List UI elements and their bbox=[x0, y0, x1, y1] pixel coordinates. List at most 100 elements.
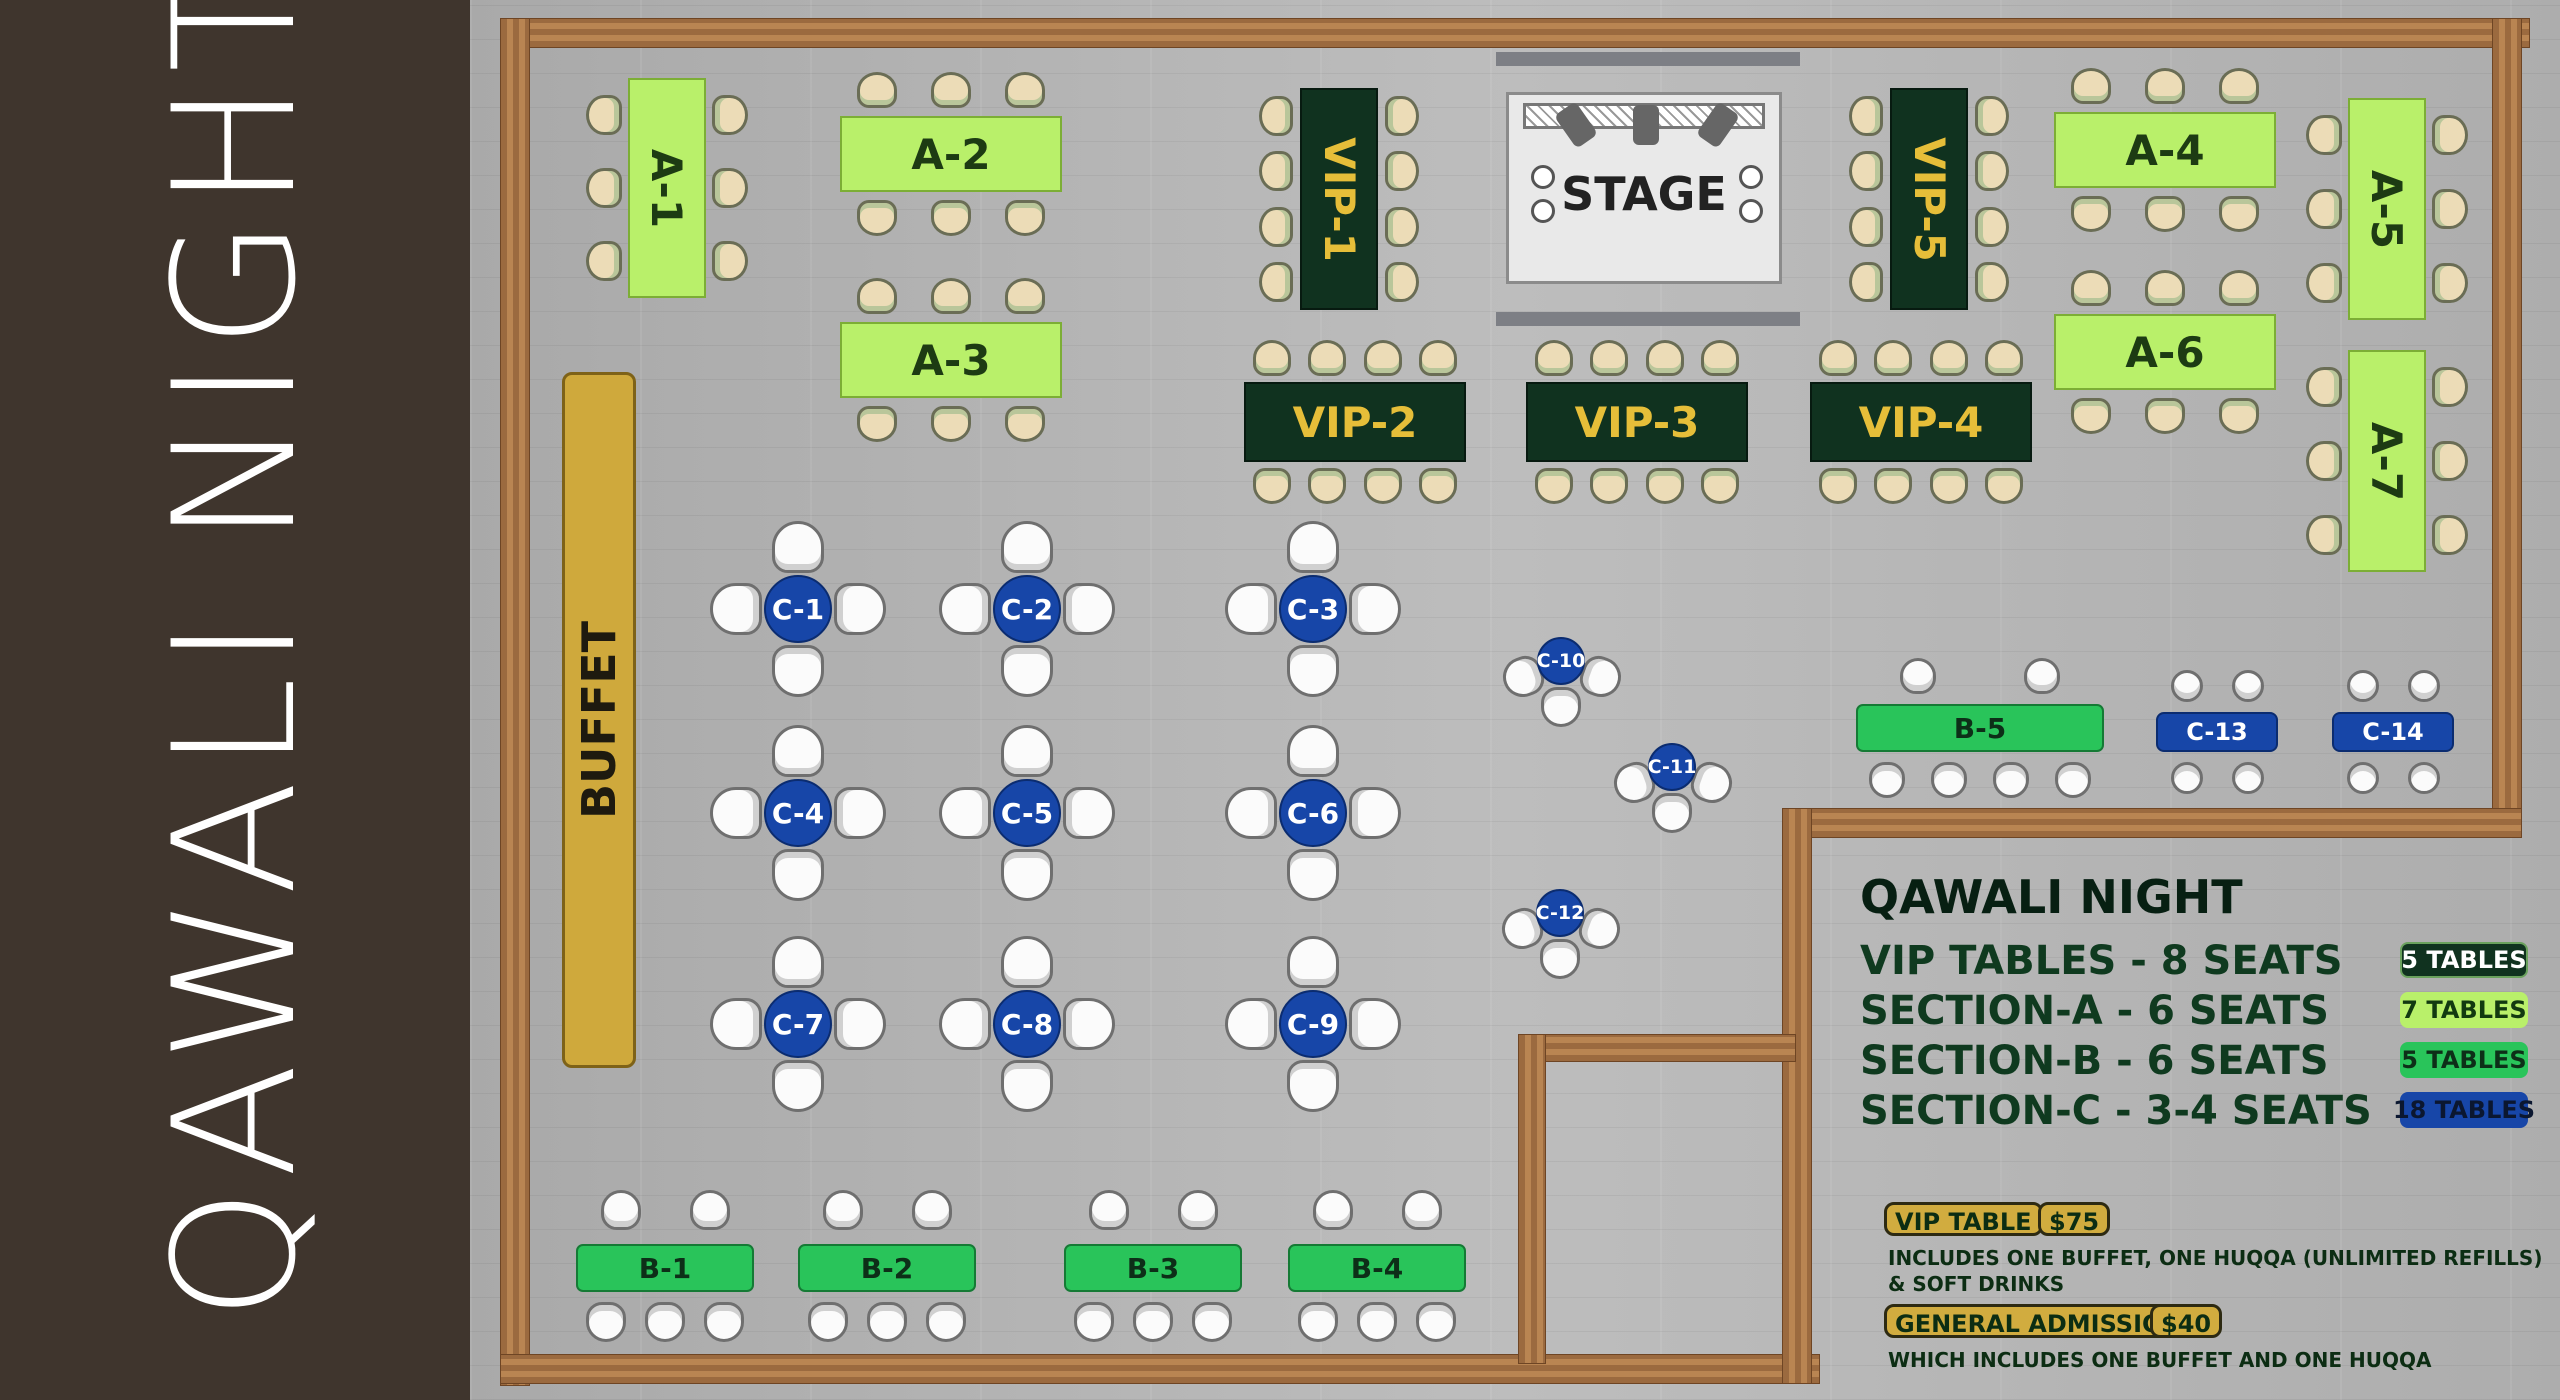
stage-label: STAGE bbox=[1561, 167, 1727, 221]
chair bbox=[1385, 151, 1419, 192]
chair bbox=[2071, 68, 2111, 104]
chair bbox=[2231, 762, 2264, 794]
chair bbox=[2432, 441, 2468, 481]
chair bbox=[1001, 849, 1053, 901]
chair bbox=[1869, 762, 1905, 798]
table-c-8[interactable]: C-8 bbox=[993, 990, 1061, 1058]
table-b-2[interactable]: B-2 bbox=[798, 1244, 976, 1292]
table-c-13-label: C-13 bbox=[2186, 718, 2248, 746]
table-b-1-label: B-1 bbox=[638, 1251, 692, 1285]
chair bbox=[1259, 95, 1293, 136]
chair bbox=[2219, 398, 2259, 434]
wall-left bbox=[500, 18, 530, 1386]
table-c-1-label: C-1 bbox=[771, 592, 825, 626]
table-c-6[interactable]: C-6 bbox=[1279, 779, 1347, 847]
chair bbox=[2219, 196, 2259, 232]
chair bbox=[1259, 206, 1293, 247]
chair bbox=[1419, 340, 1458, 376]
stage: STAGE bbox=[1506, 92, 1782, 284]
chair bbox=[931, 72, 971, 108]
table-vip-3-label: VIP-3 bbox=[1574, 397, 1700, 447]
table-b-3[interactable]: B-3 bbox=[1064, 1244, 1242, 1292]
chair bbox=[1349, 583, 1401, 635]
chair bbox=[2306, 189, 2342, 229]
chair bbox=[710, 787, 762, 839]
chair bbox=[1385, 206, 1419, 247]
chair bbox=[1287, 1060, 1339, 1112]
table-c-13[interactable]: C-13 bbox=[2156, 712, 2278, 752]
table-a-7[interactable]: A-7 bbox=[2348, 350, 2426, 572]
chair bbox=[2145, 270, 2185, 306]
chair bbox=[834, 998, 886, 1050]
chair bbox=[1590, 468, 1629, 504]
table-c-9[interactable]: C-9 bbox=[1279, 990, 1347, 1058]
chair bbox=[939, 583, 991, 635]
table-c-5[interactable]: C-5 bbox=[993, 779, 1061, 847]
event-title-vertical: QAWALI NIGHT bbox=[137, 0, 333, 1321]
table-b-5[interactable]: B-5 bbox=[1856, 704, 2104, 752]
table-vip-3[interactable]: VIP-3 bbox=[1526, 382, 1748, 462]
chair bbox=[1225, 787, 1277, 839]
chair bbox=[586, 168, 622, 208]
chair bbox=[772, 936, 824, 988]
table-a-1[interactable]: A-1 bbox=[628, 78, 706, 298]
speaker-icon bbox=[1531, 165, 1555, 189]
general-admission-tag: GENERAL ADMISSION bbox=[1884, 1304, 2194, 1338]
table-c-11[interactable]: C-11 bbox=[1648, 743, 1696, 791]
legend-badge-section-b: 5 TABLES bbox=[2400, 1042, 2528, 1078]
table-vip-4[interactable]: VIP-4 bbox=[1810, 382, 2032, 462]
chair bbox=[931, 406, 971, 442]
chair bbox=[857, 200, 897, 236]
chair bbox=[867, 1302, 907, 1342]
table-a-7-label: A-7 bbox=[2362, 421, 2412, 501]
table-b-1[interactable]: B-1 bbox=[576, 1244, 754, 1292]
table-vip-2[interactable]: VIP-2 bbox=[1244, 382, 1466, 462]
buffet-table-label: BUFFET bbox=[572, 620, 626, 820]
table-a-3[interactable]: A-3 bbox=[840, 322, 1062, 398]
chair bbox=[857, 72, 897, 108]
chair bbox=[1177, 1190, 1218, 1230]
table-a-5[interactable]: A-5 bbox=[2348, 98, 2426, 320]
legend-badge-section-a: 7 TABLES bbox=[2400, 992, 2528, 1028]
wall-legend-left bbox=[1782, 808, 1812, 1384]
table-c-1[interactable]: C-1 bbox=[764, 575, 832, 643]
table-c-2-label: C-2 bbox=[1000, 592, 1054, 626]
legend-row-section-c: SECTION-C - 3-4 SEATS bbox=[1860, 1088, 2372, 1134]
chair bbox=[1975, 206, 2009, 247]
table-a-6[interactable]: A-6 bbox=[2054, 314, 2276, 390]
table-b-4[interactable]: B-4 bbox=[1288, 1244, 1466, 1292]
table-c-12[interactable]: C-12 bbox=[1536, 889, 1584, 937]
chair bbox=[1419, 468, 1458, 504]
chair bbox=[1874, 340, 1913, 376]
chair bbox=[1701, 340, 1740, 376]
buffet-table[interactable]: BUFFET bbox=[562, 372, 636, 1068]
table-vip-1[interactable]: VIP-1 bbox=[1300, 88, 1378, 310]
legend-badge-section-c: 18 TABLES bbox=[2393, 1092, 2535, 1128]
vip-includes-note: INCLUDES ONE BUFFET, ONE HUQQA (UNLIMITE… bbox=[1888, 1246, 2543, 1270]
chair bbox=[2346, 762, 2379, 794]
table-c-10[interactable]: C-10 bbox=[1537, 637, 1585, 685]
table-c-3[interactable]: C-3 bbox=[1279, 575, 1347, 643]
chair bbox=[1001, 521, 1053, 573]
vip-includes-note-2: & SOFT DRINKS bbox=[1888, 1272, 2065, 1296]
table-c-14[interactable]: C-14 bbox=[2332, 712, 2454, 752]
table-a-4[interactable]: A-4 bbox=[2054, 112, 2276, 188]
table-c-2[interactable]: C-2 bbox=[993, 575, 1061, 643]
table-c-4[interactable]: C-4 bbox=[764, 779, 832, 847]
chair bbox=[600, 1190, 641, 1230]
table-c-14-label: C-14 bbox=[2362, 718, 2424, 746]
chair bbox=[1849, 206, 1883, 247]
general-admission-note: WHICH INCLUDES ONE BUFFET AND ONE HUQQA bbox=[1888, 1348, 2432, 1372]
speaker-icon bbox=[1739, 199, 1763, 223]
table-vip-5[interactable]: VIP-5 bbox=[1890, 88, 1968, 310]
table-c-7[interactable]: C-7 bbox=[764, 990, 832, 1058]
chair bbox=[1073, 1302, 1114, 1342]
chair bbox=[807, 1302, 848, 1342]
chair bbox=[1063, 583, 1115, 635]
chair bbox=[1416, 1302, 1457, 1342]
chair bbox=[2432, 115, 2468, 155]
table-b-3-label: B-3 bbox=[1126, 1251, 1180, 1285]
speaker-icon bbox=[1531, 199, 1555, 223]
table-a-2[interactable]: A-2 bbox=[840, 116, 1062, 192]
chair bbox=[1645, 468, 1684, 504]
